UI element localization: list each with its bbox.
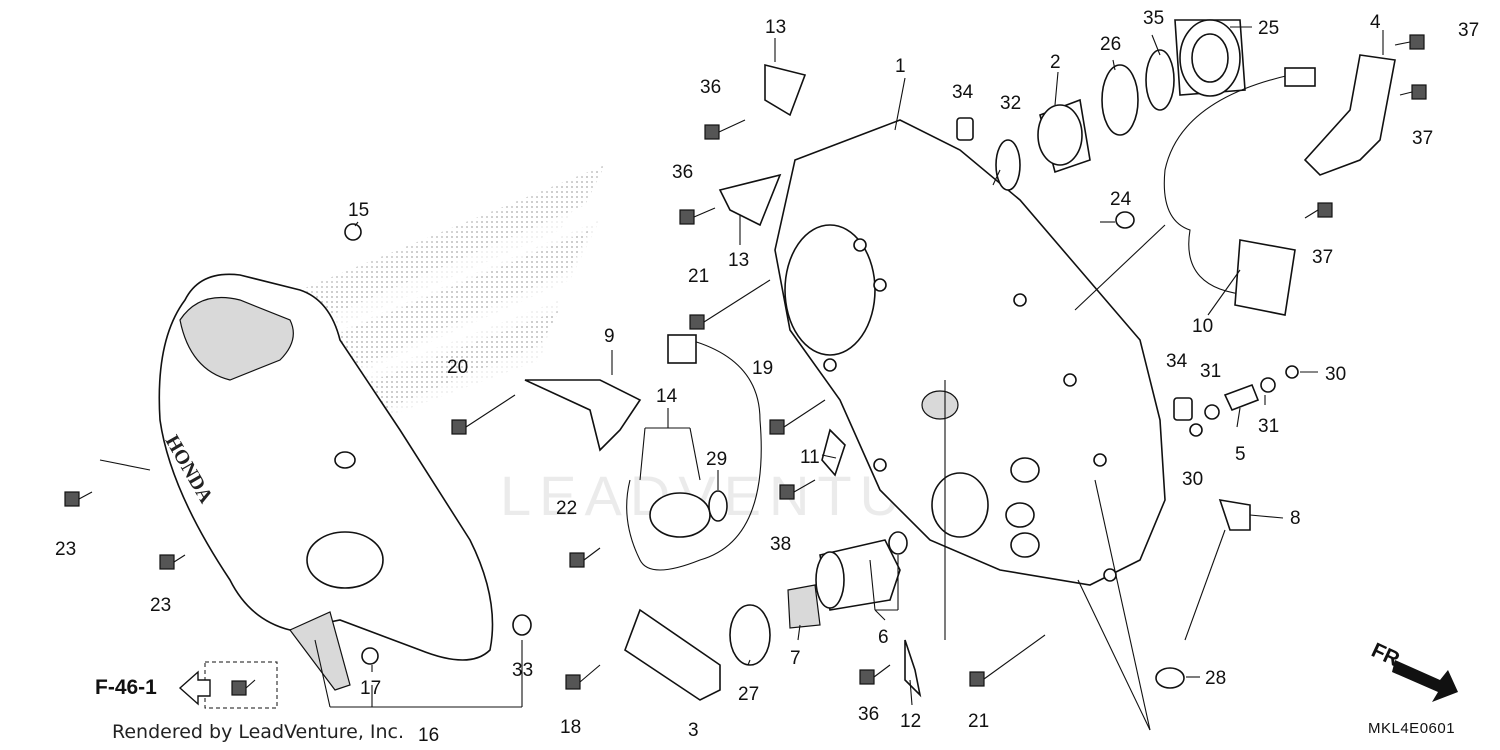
callout-17: 17: [360, 678, 381, 699]
callout-5: 5: [1235, 444, 1246, 465]
callout-33: 33: [512, 660, 533, 681]
callout-34a: 34: [952, 82, 974, 103]
callout-2: 2: [1050, 52, 1061, 73]
callout-3: 3: [688, 720, 699, 741]
left-crankcase-cover: HONDA: [158, 273, 494, 691]
callout-34b: 34: [1166, 351, 1188, 372]
callout-27: 27: [738, 684, 759, 705]
reference-box: F-46-1: [95, 661, 278, 709]
right-crankcase-cover: [774, 119, 1166, 586]
reference-label: F-46-1: [95, 676, 157, 699]
callout-13a: 13: [765, 17, 786, 38]
callout-25: 25: [1258, 18, 1279, 39]
callout-37c: 37: [1312, 247, 1333, 268]
callout-12: 12: [900, 711, 921, 732]
callout-38: 38: [770, 534, 791, 555]
leader-lines: [99, 26, 1384, 731]
small-parts: [344, 19, 1396, 701]
callout-36c: 36: [858, 704, 879, 725]
credit-text: Rendered by LeadVenture, Inc.: [112, 721, 404, 743]
callout-31b: 31: [1258, 416, 1279, 437]
callout-8: 8: [1290, 508, 1301, 529]
callout-10: 10: [1192, 316, 1213, 337]
diagram-code: MKL4E0601: [1368, 720, 1455, 737]
callout-9: 9: [604, 326, 615, 347]
callout-21b: 21: [968, 711, 989, 732]
callout-36a: 36: [700, 77, 721, 98]
callout-30a: 30: [1325, 364, 1346, 385]
callout-31a: 31: [1200, 361, 1221, 382]
callout-14: 14: [656, 386, 678, 407]
callout-22: 22: [556, 498, 577, 519]
callout-19: 19: [752, 358, 773, 379]
callout-20: 20: [447, 357, 468, 378]
callout-23a: 23: [55, 539, 76, 560]
callout-7: 7: [790, 648, 801, 669]
callout-15: 15: [348, 200, 369, 221]
callout-numbers: 1 2 3 4 5 6 7 8 9 10 11 12 13 13 14 15 1…: [55, 8, 1479, 746]
callout-11: 11: [800, 447, 820, 468]
callout-18: 18: [560, 717, 581, 738]
callout-1: 1: [895, 56, 906, 77]
callout-16: 16: [418, 725, 439, 746]
callout-37a: 37: [1458, 20, 1479, 41]
front-direction-arrow: FR.: [1368, 639, 1458, 702]
callout-21a: 21: [688, 266, 709, 287]
callout-30b: 30: [1182, 469, 1203, 490]
callout-29: 29: [706, 449, 727, 470]
callout-4: 4: [1370, 12, 1381, 33]
callout-36b: 36: [672, 162, 693, 183]
bolts: [64, 34, 1427, 696]
callout-24: 24: [1110, 189, 1132, 210]
callout-23b: 23: [150, 595, 171, 616]
callout-35: 35: [1143, 8, 1164, 29]
callout-28: 28: [1205, 668, 1226, 689]
callout-37b: 37: [1412, 128, 1433, 149]
callout-13b: 13: [728, 250, 749, 271]
callout-6: 6: [878, 627, 889, 648]
callout-26: 26: [1100, 34, 1121, 55]
callout-32: 32: [1000, 93, 1021, 114]
